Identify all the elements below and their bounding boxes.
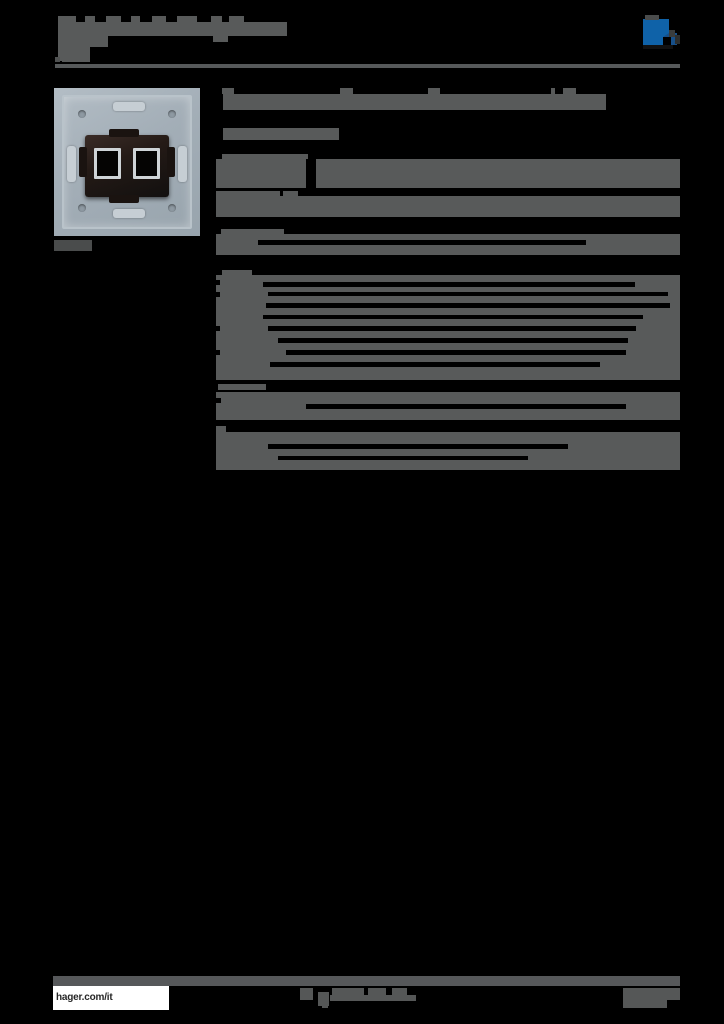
hager-logo — [641, 13, 685, 51]
row-gap — [268, 292, 668, 296]
row-label — [218, 384, 266, 390]
table-subheading-row — [208, 128, 680, 140]
page-title-tail-marker — [55, 57, 60, 62]
footer-divider — [53, 976, 680, 986]
row-label — [222, 154, 308, 159]
mounting-claw-top — [113, 102, 145, 111]
page-subtitle-seg-2 — [213, 36, 228, 42]
table-row — [208, 191, 680, 217]
label-notch — [216, 292, 220, 297]
heading-seg-1 — [222, 88, 234, 94]
heading-seg-5 — [563, 88, 576, 94]
footer-note-seg-3 — [332, 988, 364, 995]
heading-seg-3 — [428, 88, 440, 94]
page-title-line-1 — [58, 16, 76, 22]
socket-tab-bottom — [109, 195, 139, 203]
footer-note-seg-5 — [368, 988, 386, 1000]
row-label — [216, 426, 226, 432]
product-photo-caption — [54, 240, 92, 251]
page-header — [0, 0, 724, 78]
footer-note-seg-7 — [322, 1001, 328, 1008]
screw-hole-bottom-left — [78, 204, 86, 212]
footer-note-seg-1 — [300, 988, 313, 1000]
screw-hole-bottom-right — [168, 204, 176, 212]
table-row — [208, 384, 680, 420]
socket-insert — [79, 129, 175, 203]
row-value — [216, 432, 680, 470]
socket-tab-right — [167, 147, 175, 177]
page-number — [623, 988, 680, 1008]
heading-seg-4 — [551, 88, 555, 94]
row-value — [216, 196, 680, 217]
footer-note — [300, 988, 490, 1012]
page-title-line-1-seg-2 — [85, 16, 95, 22]
row-gap — [306, 159, 316, 188]
row-gap — [270, 362, 600, 367]
table-block — [208, 270, 680, 380]
page-title-line-1-seg-7 — [211, 16, 222, 22]
header-divider — [55, 64, 680, 68]
footer-note-seg-2 — [318, 992, 329, 1006]
socket-port-right — [133, 148, 160, 179]
table-heading-row — [208, 88, 680, 110]
mounting-frame — [62, 95, 192, 229]
socket-tab-top — [109, 129, 139, 137]
socket-port-left — [94, 148, 121, 179]
row-label — [222, 270, 252, 275]
page-title-line-1-seg-6 — [177, 16, 197, 22]
row-gap — [263, 315, 643, 319]
row-gap — [280, 191, 283, 196]
page-title-line-1-seg-4 — [131, 16, 140, 22]
socket-tab-left — [79, 147, 87, 177]
table-row — [208, 426, 680, 470]
mounting-claw-right — [178, 146, 187, 182]
screw-hole-top-right — [168, 110, 176, 118]
row-label — [216, 191, 298, 196]
heading-underline — [223, 94, 606, 110]
row-gap — [306, 404, 626, 409]
row-value — [216, 159, 680, 188]
page-number-notch — [667, 1000, 680, 1008]
label-notch — [216, 280, 220, 285]
row-gap — [266, 303, 670, 308]
row-gap — [258, 240, 586, 245]
page-subtitle — [58, 36, 108, 47]
heading-seg-2 — [340, 88, 353, 94]
page-footer: hager.com/it — [0, 976, 724, 1024]
page-title-line-2 — [58, 22, 287, 36]
row-gap — [268, 444, 568, 449]
product-photo — [54, 88, 200, 236]
product-figure — [54, 88, 200, 251]
mounting-claw-bottom — [113, 209, 145, 218]
subheading-block — [223, 128, 339, 140]
row-gap — [268, 326, 636, 331]
row-gap — [278, 338, 628, 343]
table-row — [208, 154, 680, 188]
page-title-line-1-seg-5 — [152, 16, 166, 22]
label-notch — [216, 326, 220, 331]
row-gap — [263, 282, 635, 287]
table-row — [208, 229, 680, 255]
page-title-line-1-seg-3 — [106, 16, 121, 22]
screw-hole-top-left — [78, 110, 86, 118]
row-gap — [286, 350, 626, 355]
website-link[interactable]: hager.com/it — [53, 986, 169, 1010]
page-title-tail-seg-2 — [62, 57, 90, 62]
label-notch — [216, 350, 220, 355]
row-label — [221, 229, 284, 234]
page-title-line-1-seg-8 — [229, 16, 244, 22]
row-gap — [278, 456, 528, 460]
row-gap — [216, 398, 221, 403]
mounting-claw-left — [67, 146, 76, 182]
footer-note-seg-6 — [392, 988, 407, 995]
